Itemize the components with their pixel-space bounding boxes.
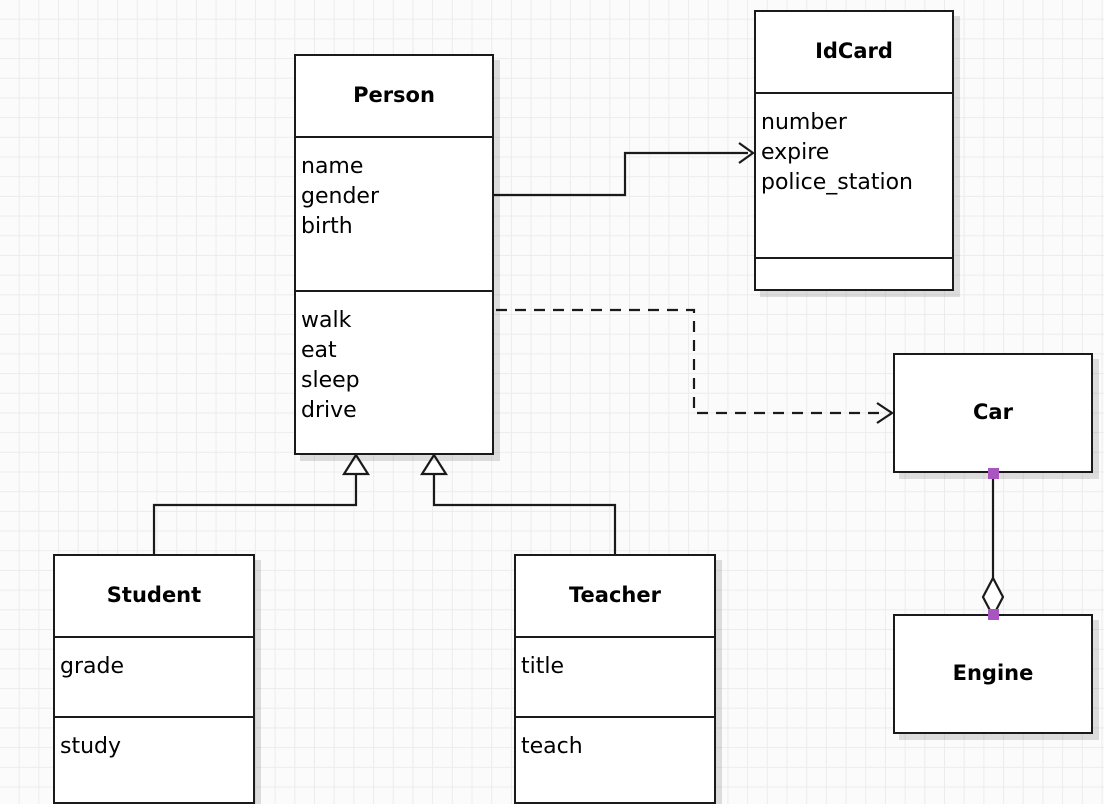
hollow-triangle-icon bbox=[342, 452, 370, 476]
class-attributes-section-idcard: number expire police_station bbox=[756, 92, 952, 257]
edge-car-engine[interactable] bbox=[981, 473, 1005, 619]
connection-port-engine-top[interactable] bbox=[988, 609, 999, 620]
class-operations-section-teacher: teach bbox=[516, 716, 714, 804]
edge-person-car[interactable] bbox=[496, 308, 894, 424]
class-member: police_station bbox=[761, 170, 913, 195]
class-title-section-teacher: Teacher bbox=[516, 556, 714, 636]
class-member: walk bbox=[301, 308, 352, 333]
class-node-teacher[interactable]: Teacher title teach bbox=[514, 554, 716, 804]
class-name-car: Car bbox=[973, 400, 1013, 425]
class-attributes-section-student: grade bbox=[55, 636, 253, 716]
class-attributes-section-person: name gender birth bbox=[296, 136, 492, 290]
class-node-engine[interactable]: Engine bbox=[893, 614, 1093, 734]
edge-student-person-line bbox=[152, 472, 358, 554]
open-arrow-icon bbox=[876, 402, 894, 424]
class-title-section-idcard: IdCard bbox=[756, 12, 952, 92]
class-node-person[interactable]: Person name gender birth walk eat sleep … bbox=[294, 54, 494, 455]
class-member: grade bbox=[60, 654, 124, 679]
class-name-engine: Engine bbox=[952, 661, 1034, 686]
class-member: birth bbox=[301, 214, 353, 239]
class-name-student: Student bbox=[106, 583, 202, 608]
class-title-section-person: Person bbox=[296, 56, 492, 136]
edge-student-person[interactable] bbox=[152, 452, 370, 554]
class-member: teach bbox=[521, 734, 583, 759]
edge-person-idcard-line bbox=[494, 151, 748, 197]
edge-person-idcard[interactable] bbox=[494, 142, 755, 197]
edge-teacher-person[interactable] bbox=[420, 452, 617, 554]
class-operations-section-person: walk eat sleep drive bbox=[296, 290, 492, 455]
class-node-idcard[interactable]: IdCard number expire police_station bbox=[754, 10, 954, 291]
class-member: gender bbox=[301, 184, 379, 209]
hollow-triangle-icon bbox=[420, 452, 448, 476]
class-member: drive bbox=[301, 398, 357, 423]
class-node-student[interactable]: Student grade study bbox=[53, 554, 255, 804]
class-member: sleep bbox=[301, 368, 360, 393]
class-member: title bbox=[521, 654, 565, 679]
connection-port-car-bottom[interactable] bbox=[988, 468, 999, 479]
class-member: expire bbox=[761, 140, 830, 165]
class-member: name bbox=[301, 154, 364, 179]
class-operations-section-idcard bbox=[756, 257, 952, 293]
class-name-person: Person bbox=[353, 83, 435, 108]
class-name-teacher: Teacher bbox=[569, 583, 661, 608]
open-arrow-icon bbox=[738, 142, 755, 164]
class-member: eat bbox=[301, 338, 337, 363]
class-attributes-section-teacher: title bbox=[516, 636, 714, 716]
class-title-section-student: Student bbox=[55, 556, 253, 636]
class-member: study bbox=[60, 734, 122, 759]
class-member: number bbox=[761, 110, 847, 135]
edge-teacher-person-line bbox=[432, 472, 617, 554]
class-node-car[interactable]: Car bbox=[893, 353, 1093, 473]
edge-person-car-line bbox=[496, 308, 887, 415]
class-name-idcard: IdCard bbox=[815, 39, 893, 64]
class-operations-section-student: study bbox=[55, 716, 253, 804]
